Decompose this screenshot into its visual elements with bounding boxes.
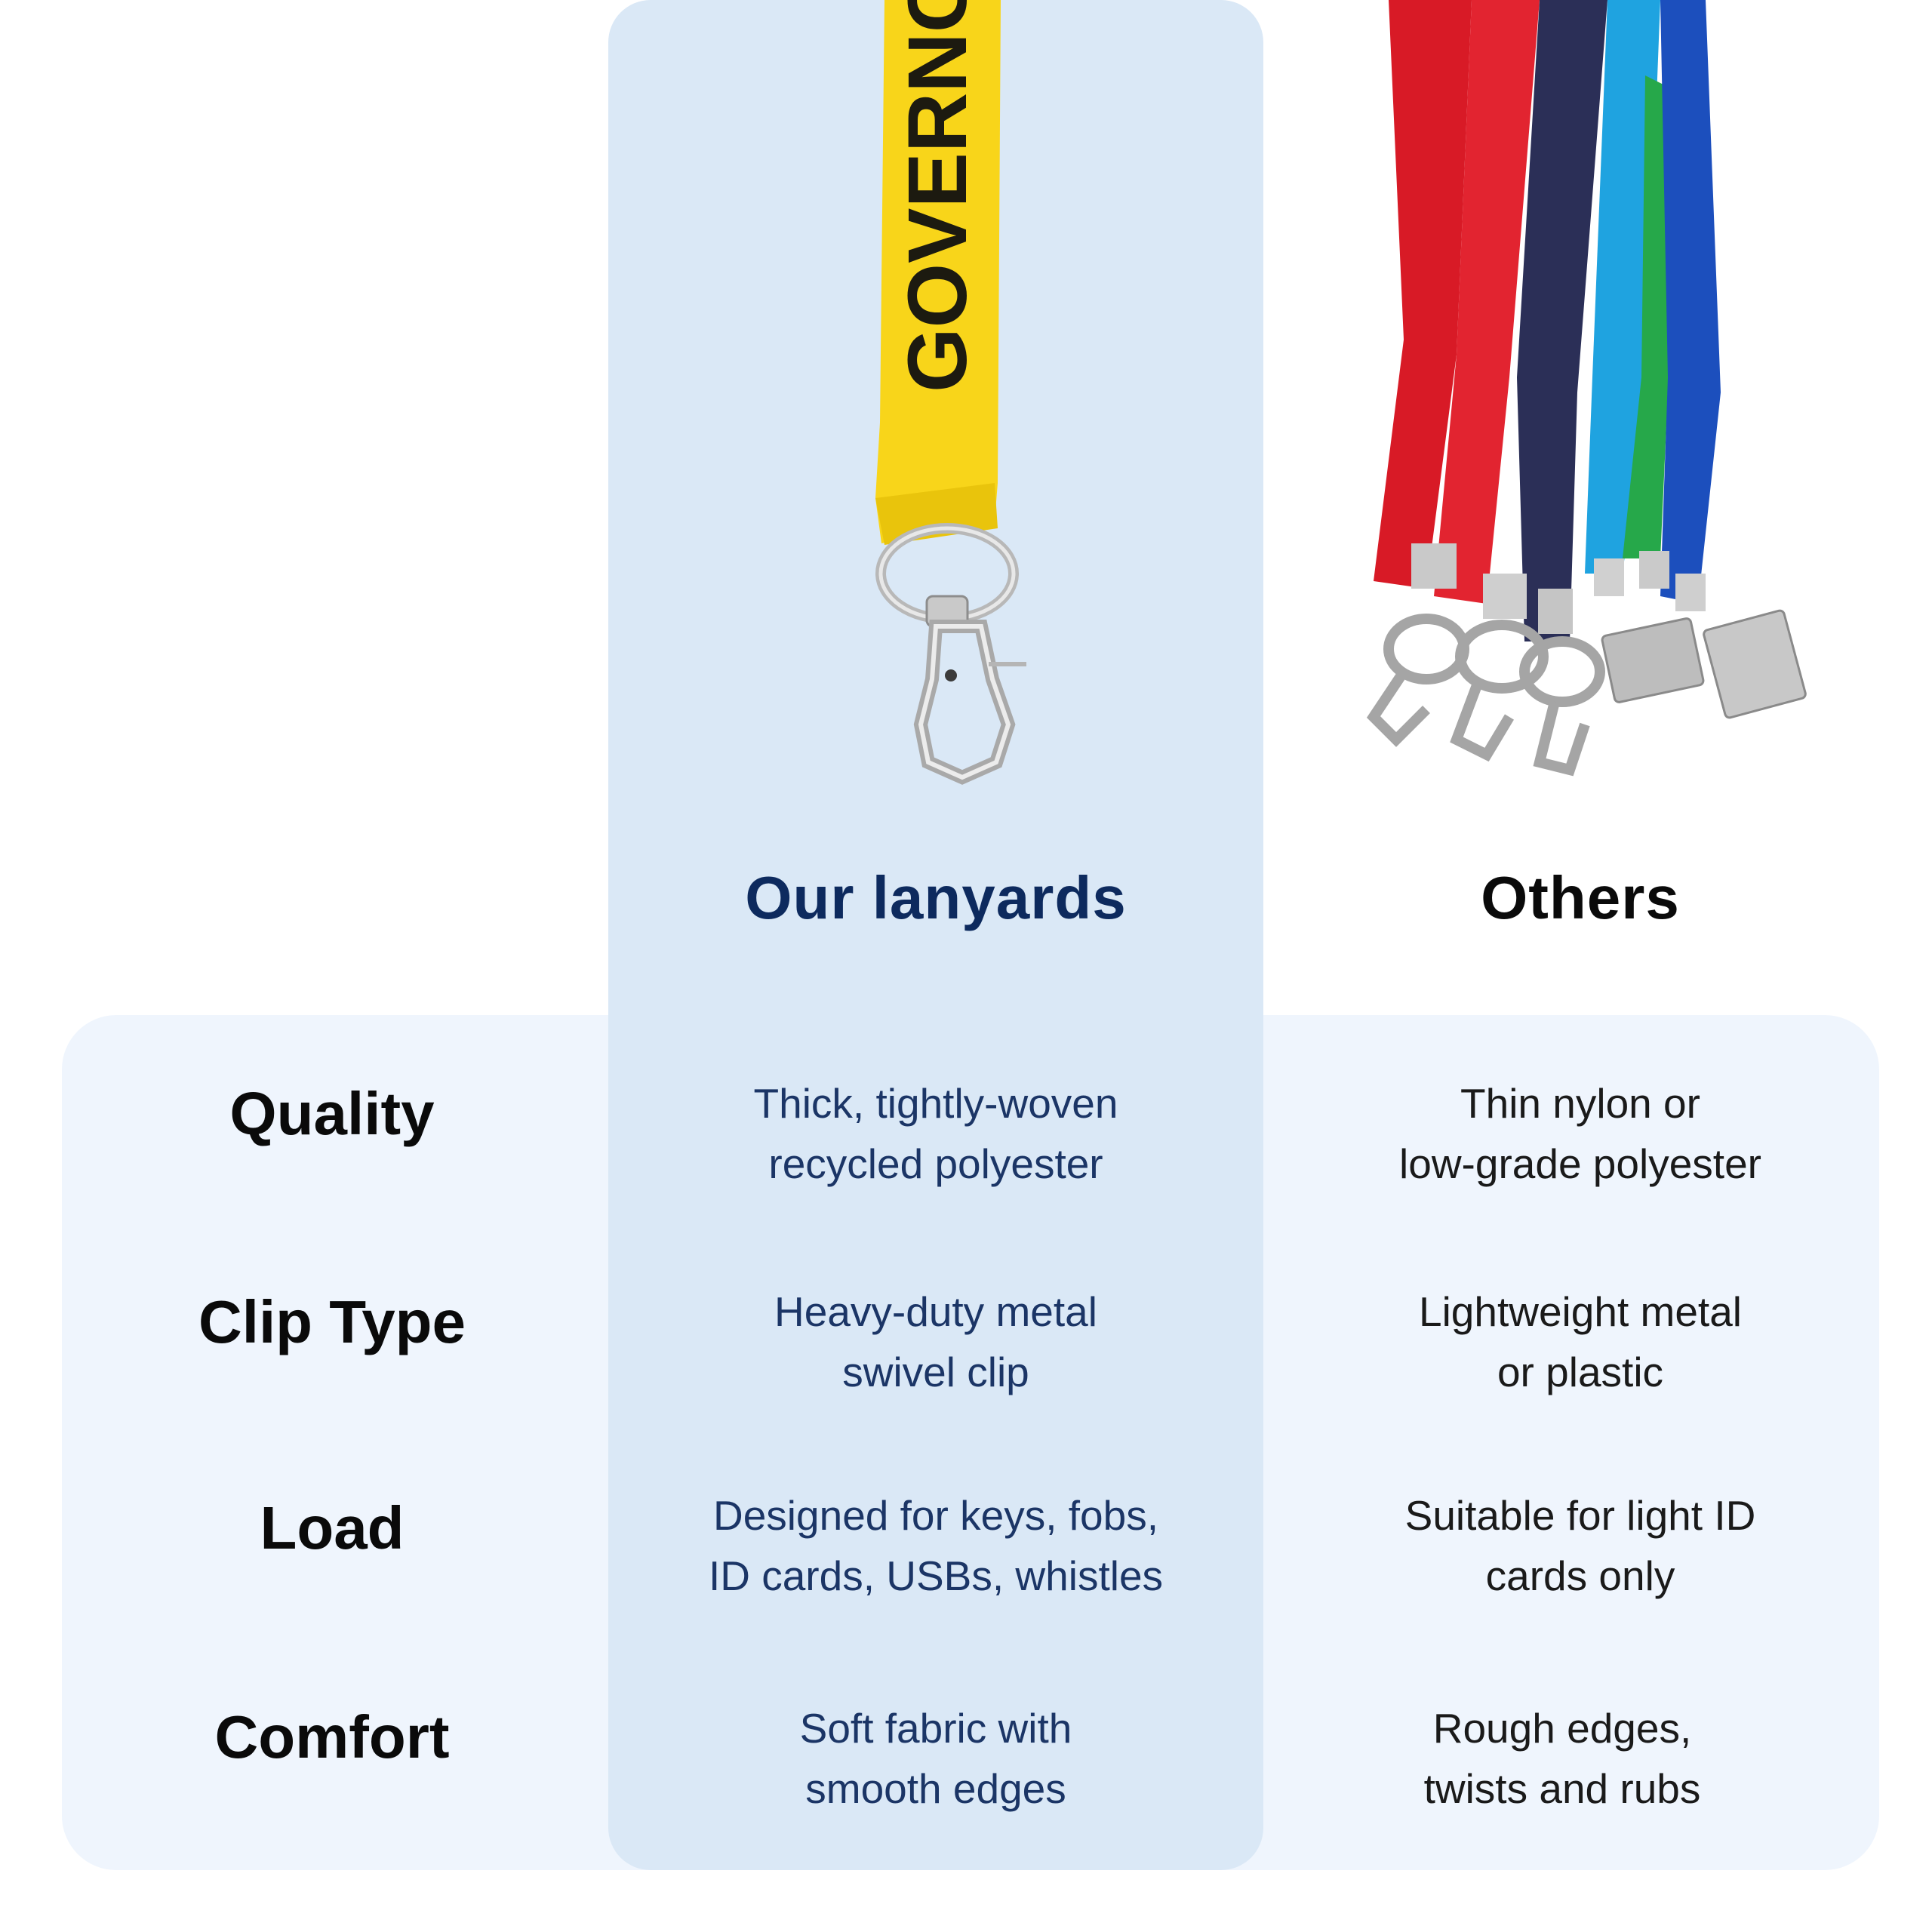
load-ours-cell: Designed for keys, fobs, ID cards, USBs,… [708, 1492, 1164, 1599]
comfort-ours-cell: Soft fabric with smooth edges [799, 1705, 1072, 1812]
row-label-clip-type: Clip Type [198, 1288, 466, 1355]
clip-type-ours-cell: Heavy-duty metal swivel clip [774, 1288, 1097, 1395]
quality-others-cell: Thin nylon or low-grade polyester [1399, 1080, 1761, 1187]
our-lanyards-header: Our lanyards [745, 864, 1127, 931]
other-lanyards-photo [1343, 0, 1826, 785]
our-lanyard-photo: GOVERNO [830, 0, 1072, 785]
row-label-load: Load [260, 1494, 405, 1561]
comfort-others-cell: Rough edges, twists and rubs [1423, 1705, 1701, 1812]
lanyard-print-text: GOVERNO [891, 0, 984, 392]
others-header: Others [1481, 864, 1680, 931]
row-label-comfort: Comfort [214, 1703, 450, 1770]
load-others-cell: Suitable for light ID cards only [1404, 1492, 1756, 1599]
row-label-quality: Quality [229, 1080, 435, 1147]
quality-ours-cell: Thick, tightly-woven recycled polyester [753, 1080, 1118, 1187]
clip-type-others-cell: Lightweight metal or plastic [1418, 1288, 1743, 1395]
